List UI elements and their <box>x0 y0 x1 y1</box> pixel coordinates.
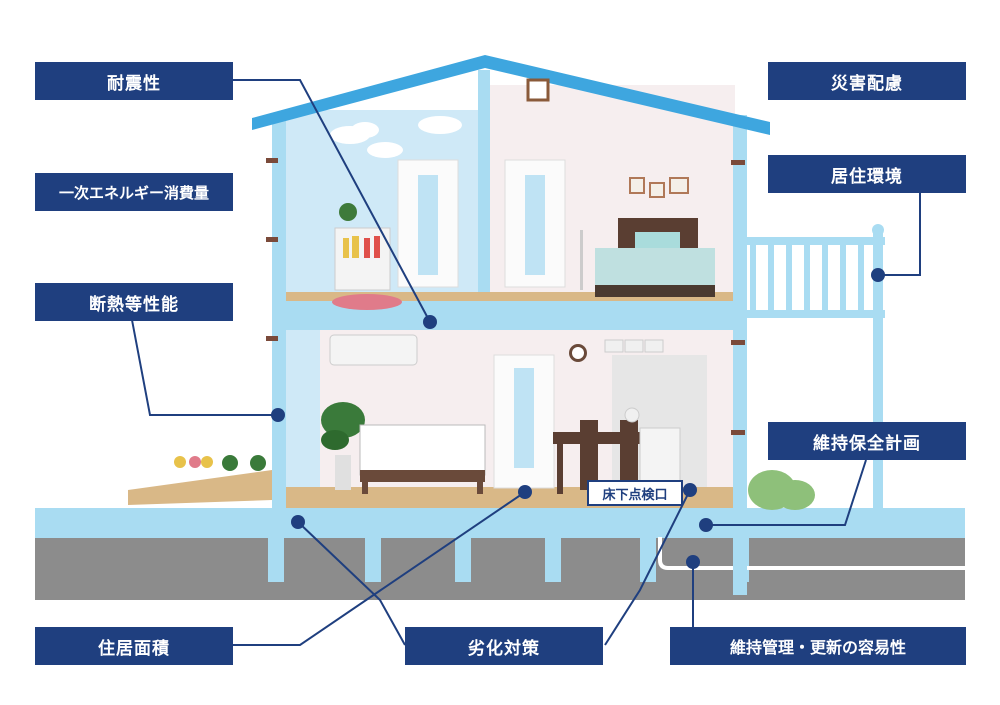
foundation-slab <box>35 508 965 538</box>
dot-iji-kanri <box>686 555 700 569</box>
sofa <box>359 424 486 494</box>
leader-jukyo <box>232 491 526 646</box>
leader-rekka-right <box>604 489 691 646</box>
label-rekka: 劣化対策 <box>405 627 603 665</box>
air-conditioner <box>329 334 418 366</box>
dot-kyoju <box>871 268 885 282</box>
leader-lines <box>131 79 921 646</box>
dot-jukyo <box>518 485 532 499</box>
label-energy: 一次エネルギー消費量 <box>35 173 233 211</box>
dot-rekka-right <box>683 483 697 497</box>
leader-iji-keikaku <box>706 459 867 526</box>
plant <box>321 402 365 490</box>
doors <box>397 159 566 489</box>
label-kyoju-kankyo: 居住環境 <box>768 155 966 193</box>
roof <box>252 55 770 135</box>
leader-taishin <box>232 79 431 323</box>
shrub <box>748 470 815 510</box>
bed <box>595 218 715 297</box>
picture-frames <box>526 78 689 198</box>
clock <box>569 344 587 362</box>
cloud-wallpaper <box>330 116 462 158</box>
dot-dannetsu <box>271 408 285 422</box>
dot-taishin <box>423 315 437 329</box>
house-frame <box>272 70 747 595</box>
garden-planter <box>128 455 272 505</box>
leader-dannetsu <box>131 319 278 416</box>
inspection-hatch-tag: 床下点検口 <box>587 480 683 506</box>
kitchen-counter <box>624 407 681 489</box>
drain-pipe <box>658 537 965 570</box>
pendant-lights <box>604 339 664 353</box>
bookshelf <box>334 203 391 291</box>
floor-lamp <box>580 230 583 290</box>
leader-dots <box>271 268 885 569</box>
label-iji-kanri: 維持管理・更新の容易性 <box>670 627 966 665</box>
leader-rekka-left <box>297 521 406 646</box>
label-iji-keikaku: 維持保全計画 <box>768 422 966 460</box>
label-taishin: 耐震性 <box>35 62 233 100</box>
pink-rug <box>332 294 402 310</box>
label-jukyo-menseki: 住居面積 <box>35 627 233 665</box>
dot-rekka-left <box>291 515 305 529</box>
label-dannetsu: 断熱等性能 <box>35 283 233 321</box>
balcony <box>740 224 885 510</box>
leader-kyoju <box>878 193 921 276</box>
wall-brackets <box>266 158 745 435</box>
dot-iji-keikaku <box>699 518 713 532</box>
lower-left-wall <box>285 330 320 498</box>
label-saigai: 災害配慮 <box>768 62 966 100</box>
